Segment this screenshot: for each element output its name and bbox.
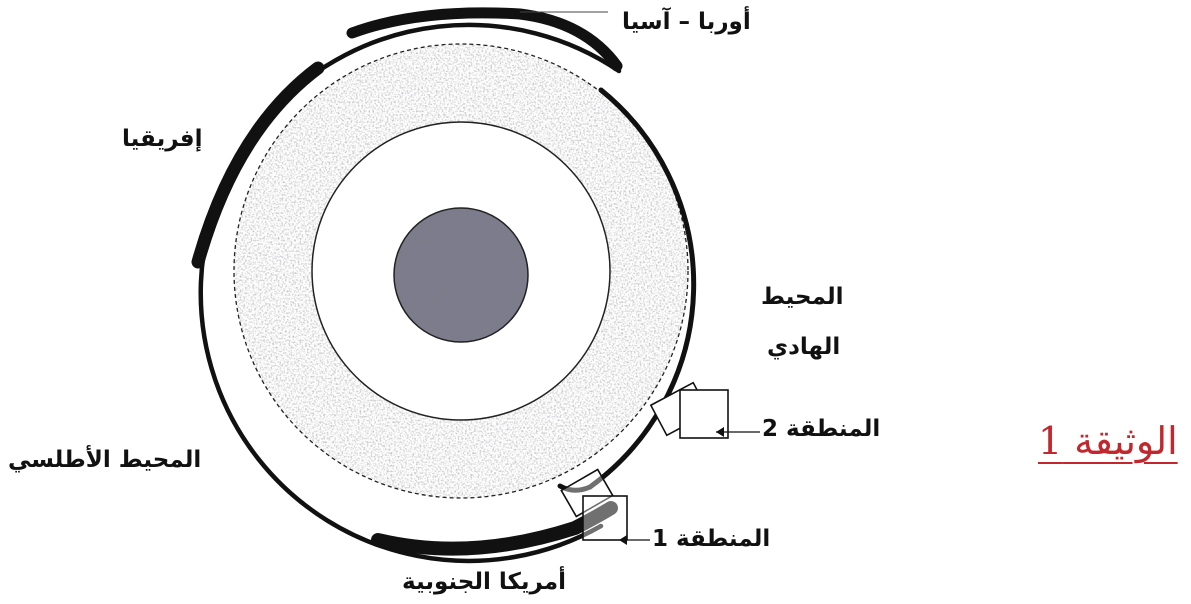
document-title: الوثيقة 1 bbox=[1038, 422, 1178, 460]
label-europe-asia: أوربا – آسيا bbox=[622, 11, 751, 34]
label-south-america: أمريكا الجنوبية bbox=[402, 571, 566, 594]
label-atlantic-ocean: المحيط الأطلسي bbox=[8, 449, 201, 472]
label-africa: إفريقيا bbox=[122, 128, 202, 151]
label-zone-1: المنطقة 1 bbox=[652, 528, 770, 551]
label-pacific-ocean-line1: المحيط bbox=[761, 286, 844, 309]
label-zone-2: المنطقة 2 bbox=[762, 418, 880, 441]
label-pacific-ocean-line2: الهادي bbox=[767, 336, 840, 359]
